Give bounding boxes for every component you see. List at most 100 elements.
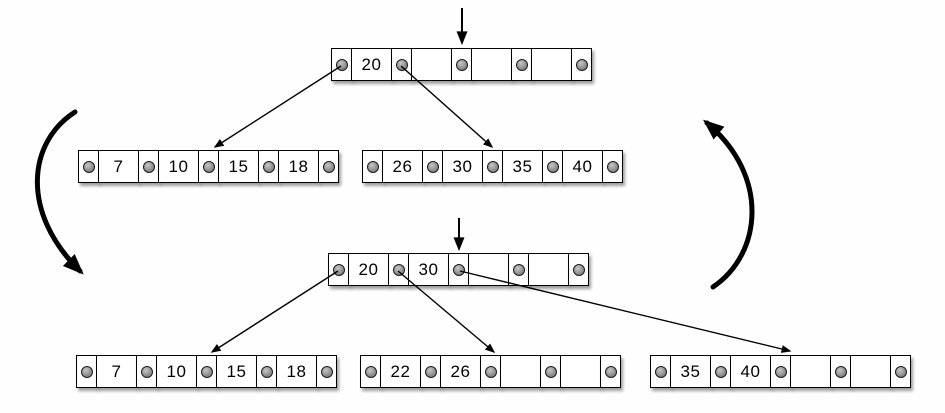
- pointer-dot-icon: [486, 160, 499, 173]
- pointer-dot-icon: [260, 365, 273, 378]
- pointer-cell: [480, 355, 501, 388]
- pointer-cell: [196, 355, 217, 388]
- pointer-cell: [600, 355, 621, 388]
- pointer-dot-icon: [200, 365, 213, 378]
- key-cell: [528, 253, 569, 286]
- curved-arrow-cycle-after-to-before: [702, 119, 755, 290]
- edges-group: [210, 65, 792, 353]
- pointer-cell: [360, 355, 381, 388]
- pointer-dot-icon: [484, 365, 497, 378]
- pointer-dot-icon: [335, 58, 348, 71]
- pointer-cell: [198, 150, 219, 183]
- pointer-dot-icon: [364, 365, 377, 378]
- pointer-dot-icon: [395, 58, 408, 71]
- pointer-dot-icon: [604, 365, 617, 378]
- pointer-dot-icon: [322, 160, 335, 173]
- pointer-dot-icon: [140, 365, 153, 378]
- pointer-cell: [256, 355, 277, 388]
- pointer-cell: [830, 355, 851, 388]
- pointer-dot-icon: [654, 365, 667, 378]
- pointer-dot-icon: [262, 160, 275, 173]
- pointer-cell: [388, 253, 409, 286]
- pointer-dot-icon: [714, 365, 727, 378]
- pointer-dot-icon: [426, 160, 439, 173]
- key-cell: 40: [730, 355, 771, 388]
- pointer-cell: [770, 355, 791, 388]
- pointer-cell: [391, 48, 412, 81]
- pointer-dot-icon: [606, 160, 619, 173]
- key-cell: 18: [278, 150, 319, 183]
- key-cell: 30: [442, 150, 483, 183]
- pointer-cell: [650, 355, 671, 388]
- pointer-cell: [316, 355, 337, 388]
- key-cell: [500, 355, 541, 388]
- pointer-dot-icon: [512, 263, 525, 276]
- key-cell: 10: [158, 150, 199, 183]
- pointer-cell: [420, 355, 441, 388]
- pointer-dot-icon: [424, 365, 437, 378]
- pointer-dot-icon: [774, 365, 787, 378]
- pointer-cell: [540, 355, 561, 388]
- pointer-cell: [890, 355, 911, 388]
- pointer-dot-icon: [515, 58, 528, 71]
- pointer-cell: [568, 253, 589, 286]
- key-cell: [790, 355, 831, 388]
- pointer-dot-icon: [202, 160, 215, 173]
- pointer-dot-icon: [572, 263, 585, 276]
- pointer-cell: [710, 355, 731, 388]
- btree-node-before-child-1: 26 30 35 40: [362, 150, 623, 183]
- key-cell: 22: [380, 355, 421, 388]
- pointer-cell: [136, 355, 157, 388]
- key-cell: 15: [216, 355, 257, 388]
- btree-node-before-root: 20: [331, 48, 592, 81]
- key-cell: [471, 48, 512, 81]
- pointer-dot-icon: [834, 365, 847, 378]
- pointer-dot-icon: [80, 365, 93, 378]
- key-cell: 15: [218, 150, 259, 183]
- pointer-dot-icon: [455, 58, 468, 71]
- pointer-cell: [602, 150, 623, 183]
- key-cell: 20: [348, 253, 389, 286]
- pointer-dot-icon: [452, 263, 465, 276]
- key-cell: [560, 355, 601, 388]
- pointer-dot-icon: [82, 160, 95, 173]
- pointer-cell: [76, 355, 97, 388]
- key-cell: 26: [382, 150, 423, 183]
- pointer-cell: [331, 48, 352, 81]
- key-cell: 35: [670, 355, 711, 388]
- pointer-cell: [508, 253, 529, 286]
- key-cell: 40: [562, 150, 603, 183]
- key-cell: 35: [502, 150, 543, 183]
- pointer-cell: [448, 253, 469, 286]
- key-cell: [468, 253, 509, 286]
- btree-node-after-child-2: 35 40: [650, 355, 911, 388]
- key-cell: 30: [408, 253, 449, 286]
- pointer-cell: [258, 150, 279, 183]
- key-cell: [531, 48, 572, 81]
- pointer-dot-icon: [320, 365, 333, 378]
- key-cell: 7: [96, 355, 137, 388]
- pointer-dot-icon: [142, 160, 155, 173]
- pointer-dot-icon: [894, 365, 907, 378]
- pointer-dot-icon: [332, 263, 345, 276]
- pointer-cell: [451, 48, 472, 81]
- pointer-cell: [571, 48, 592, 81]
- pointer-cell: [511, 48, 532, 81]
- pointer-cell: [422, 150, 443, 183]
- pointer-cell: [138, 150, 159, 183]
- pointer-dot-icon: [546, 160, 559, 173]
- pointer-dot-icon: [575, 58, 588, 71]
- tree-edge-arrow-after-root-ptr1-to-left-child: [210, 270, 339, 353]
- key-cell: 10: [156, 355, 197, 388]
- insert-arrows-group: [453, 8, 468, 252]
- pointer-cell: [78, 150, 99, 183]
- tree-edge-arrow-before-root-ptr1-to-left-child: [213, 65, 342, 148]
- pointer-dot-icon: [392, 263, 405, 276]
- pointer-dot-icon: [544, 365, 557, 378]
- pointer-cell: [482, 150, 503, 183]
